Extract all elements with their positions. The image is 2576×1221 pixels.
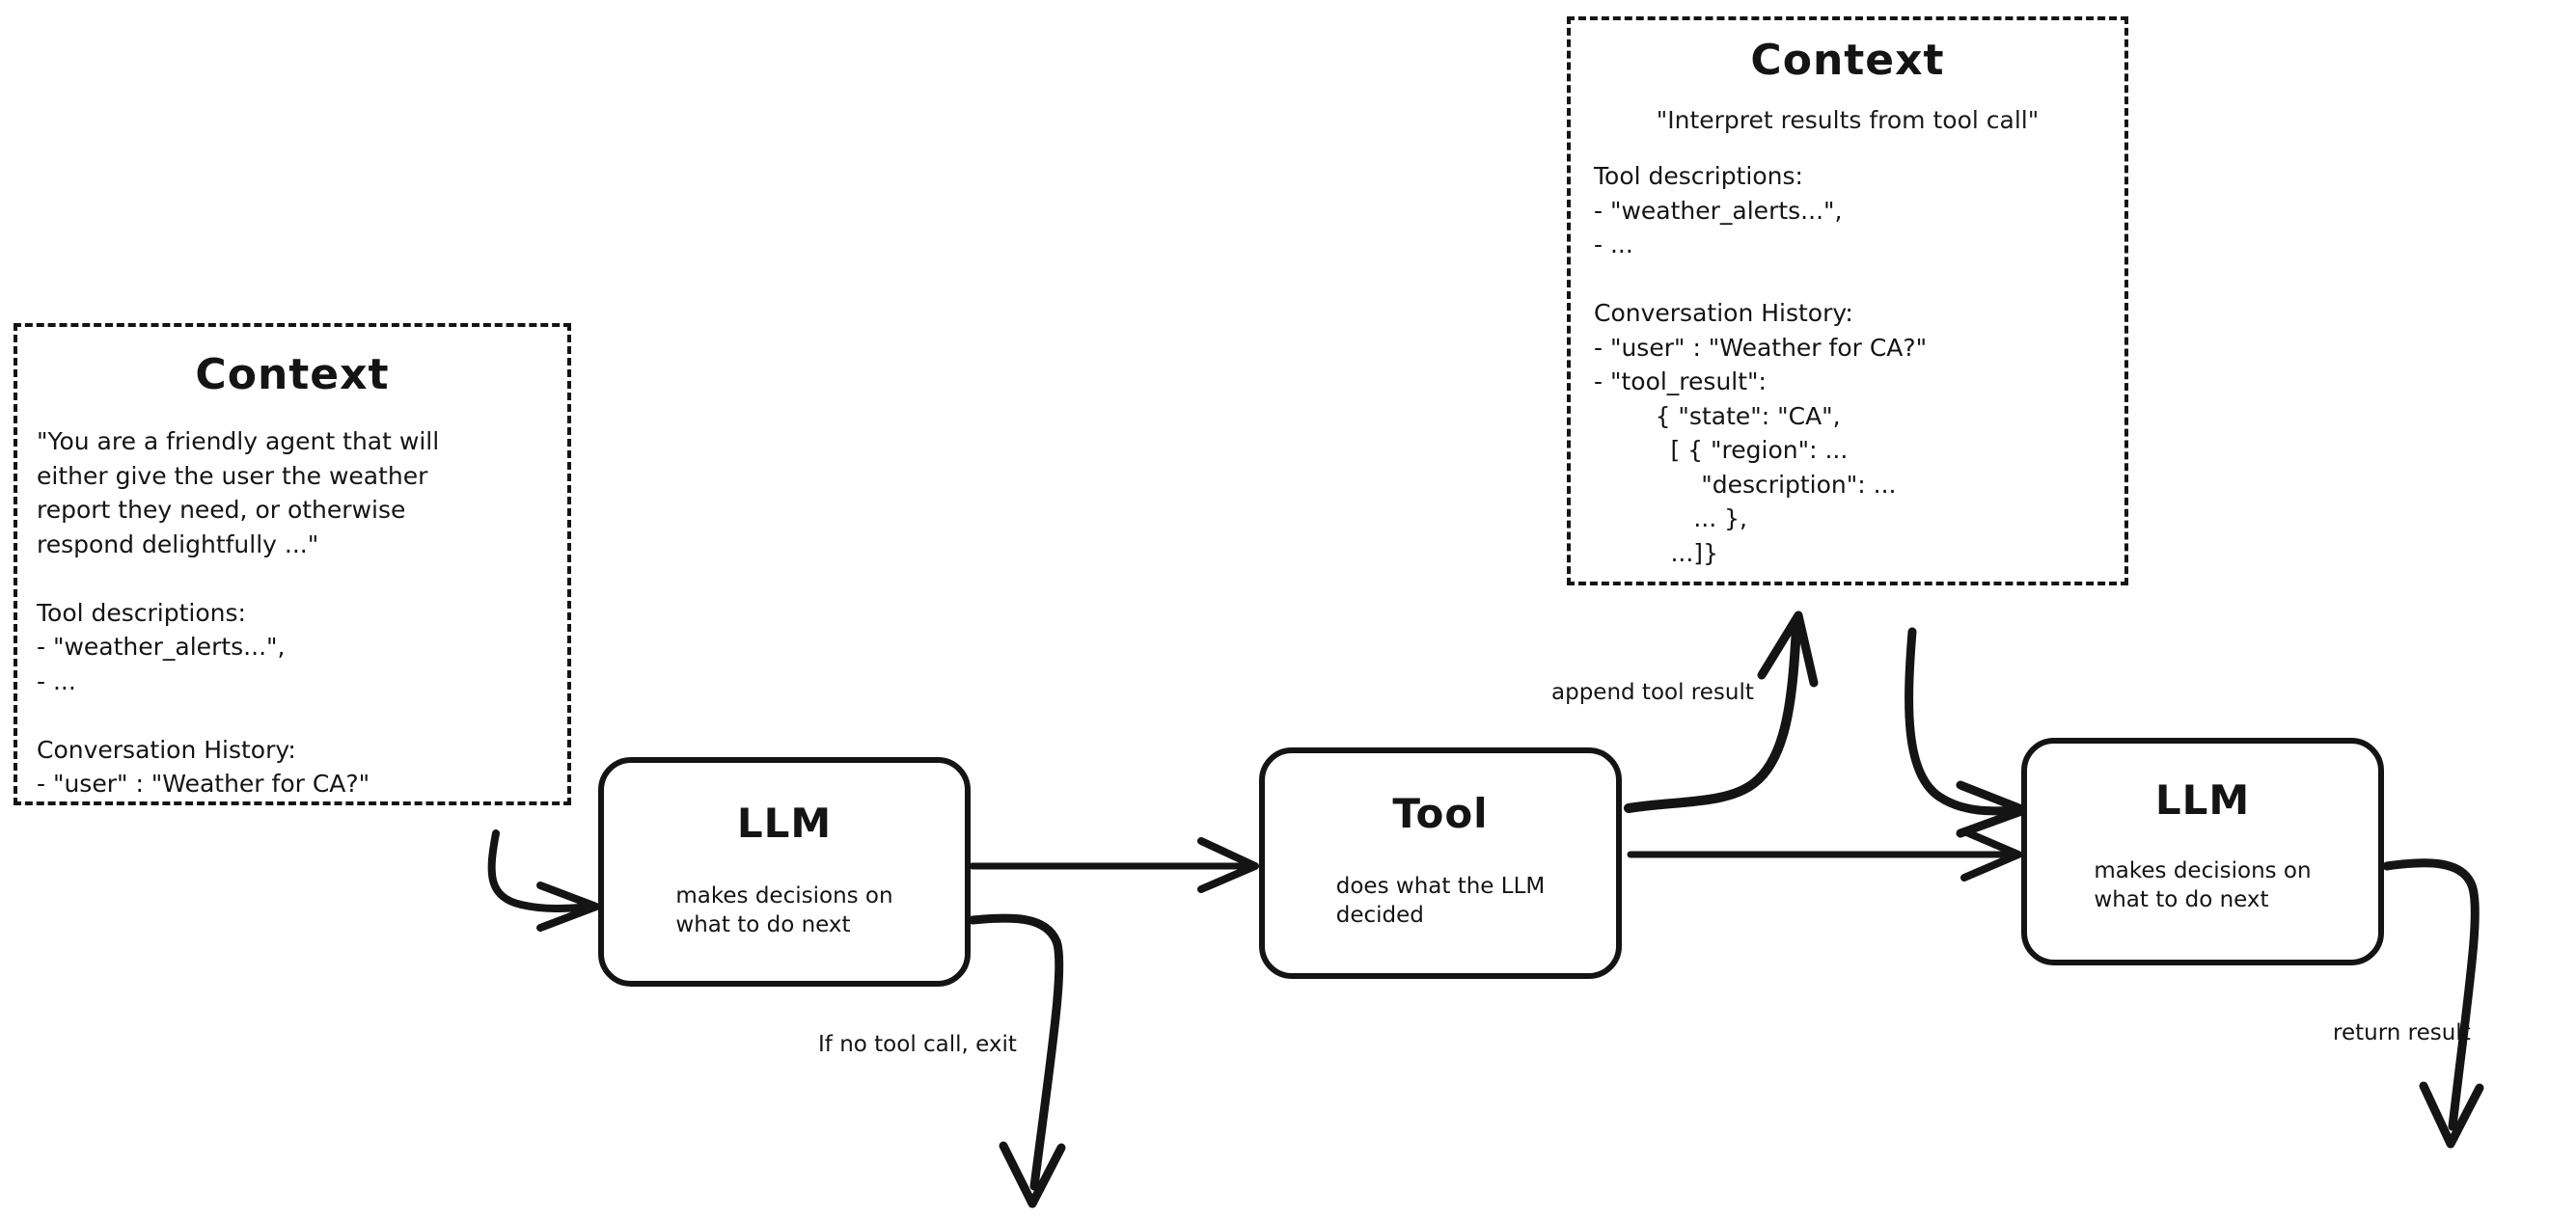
node-tool-title: Tool — [1392, 790, 1489, 837]
edge-llm2-return — [2382, 858, 2484, 1149]
node-llm-second[interactable]: LLM makes decisions on what to do next — [2021, 738, 2384, 965]
node-tool-subtitle: does what the LLM decided — [1335, 874, 1546, 929]
context-left-body: "You are a friendly agent that will eith… — [37, 427, 440, 798]
edge-label-append-tool-result: append tool result — [1551, 680, 1754, 705]
edge-tool-to-llm2 — [1627, 828, 2022, 882]
edge-llm1-exit — [968, 913, 1066, 1208]
edge-context-right-to-llm2 — [1905, 627, 2029, 838]
context-right-quote: "Interpret results from tool call" — [1656, 106, 2040, 134]
node-llm-second-title: LLM — [2154, 776, 2251, 824]
node-llm-first[interactable]: LLM makes decisions on what to do next — [598, 757, 971, 987]
context-box-left: Context "You are a friendly agent that w… — [14, 323, 571, 805]
edge-label-if-no-tool-call-exit: If no tool call, exit — [818, 1032, 1017, 1057]
edge-label-return-result: return result — [2333, 1020, 2471, 1045]
context-left-title: Context — [195, 350, 390, 399]
context-box-right: Context "Interpret results from tool cal… — [1567, 16, 2128, 585]
node-llm-first-title: LLM — [736, 800, 833, 847]
node-tool[interactable]: Tool does what the LLM decided — [1259, 747, 1622, 979]
edge-llm1-to-tool — [969, 837, 1259, 893]
edge-context-to-llm1 — [487, 829, 600, 932]
node-llm-second-subtitle: makes decisions on what to do next — [2094, 858, 2312, 913]
context-right-title: Context — [1750, 36, 1945, 85]
node-llm-first-subtitle: makes decisions on what to do next — [675, 883, 893, 938]
context-right-body: Tool descriptions: - "weather_alerts..."… — [1594, 162, 1928, 567]
edge-tool-to-context-right — [1624, 610, 1819, 813]
